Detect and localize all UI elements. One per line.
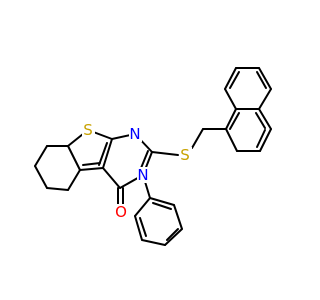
structure-diagram: S N S N O	[34, 67, 272, 246]
atom-symbol: O	[115, 203, 127, 221]
atom-symbol: N	[129, 125, 140, 143]
bond	[139, 217, 147, 237]
bond	[82, 162, 101, 166]
molecule-canvas: S N S N O	[34, 67, 272, 246]
bond	[98, 142, 108, 166]
bond	[152, 202, 172, 210]
bonds	[34, 67, 272, 246]
bond	[259, 128, 272, 152]
bond	[164, 228, 183, 246]
bond	[141, 239, 166, 246]
bond	[225, 108, 237, 130]
bond	[134, 215, 143, 241]
atom-label-n1: N	[129, 125, 142, 143]
bond	[166, 228, 179, 241]
bond	[191, 128, 204, 149]
atom-label-n3: N	[137, 166, 150, 184]
bond	[151, 151, 179, 156]
bond	[67, 145, 81, 171]
atom-label-s-thioether: S	[179, 146, 192, 164]
bond	[149, 197, 175, 206]
atom-symbol: S	[180, 146, 190, 164]
bond	[225, 128, 238, 152]
bond	[255, 112, 266, 129]
bond	[173, 204, 183, 230]
bond	[258, 67, 272, 90]
bond	[224, 67, 237, 90]
bond	[258, 88, 272, 110]
bond	[229, 71, 240, 89]
bond	[67, 169, 81, 191]
bond	[229, 112, 240, 130]
atom-symbol: N	[137, 166, 148, 184]
bond	[256, 71, 267, 89]
bond	[224, 88, 237, 110]
bond	[79, 167, 104, 171]
atom-label-s-thiophene: S	[82, 121, 95, 139]
atom-symbol: S	[83, 121, 93, 139]
bond	[34, 145, 48, 167]
atom-label-o-carbonyl: O	[114, 203, 128, 221]
bond	[256, 129, 266, 148]
bond	[258, 108, 272, 130]
bond	[46, 187, 69, 191]
bond	[34, 165, 48, 189]
bond	[102, 167, 121, 189]
bond	[102, 138, 113, 169]
bond	[134, 197, 151, 217]
